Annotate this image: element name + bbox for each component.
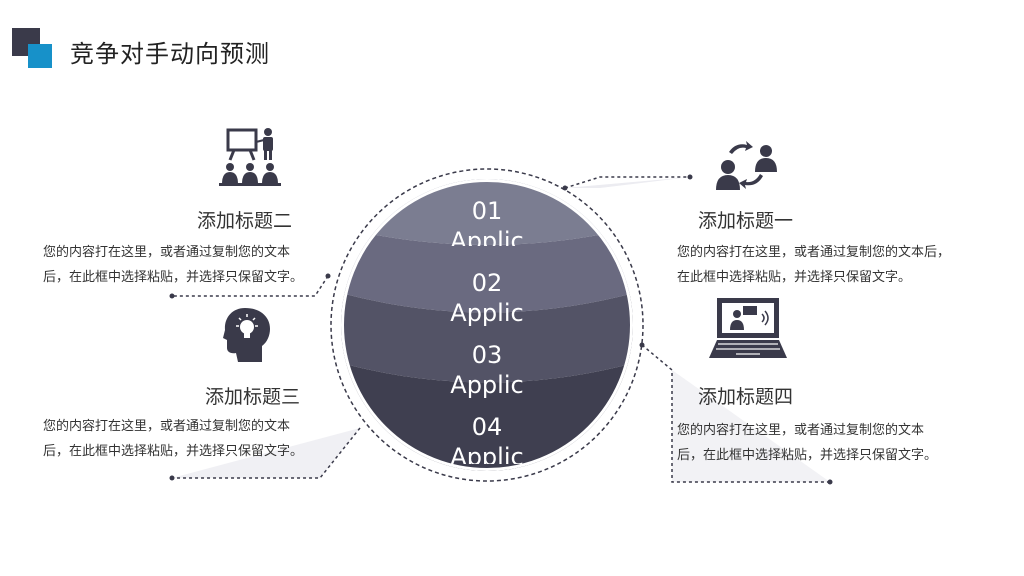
head-lightbulb-icon	[223, 308, 270, 362]
sphere-segment-4: 04 Applic	[427, 412, 547, 464]
people-exchange-icon	[716, 141, 777, 190]
page-title: 竞争对手动向预测	[70, 40, 270, 68]
item-title-3: 添加标题三	[205, 386, 301, 408]
item-body-line: 后，在此框中选择粘贴，并选择只保留文字。	[677, 448, 938, 463]
segment-text: Applic	[450, 299, 524, 327]
item-body-line: 后，在此框中选择粘贴，并选择只保留文字。	[43, 270, 304, 285]
outer-dashed-ring	[330, 168, 644, 482]
laptop-chat-icon	[709, 298, 787, 358]
item-title-1: 添加标题一	[698, 210, 794, 232]
shadow-wedge-top-right	[565, 177, 690, 188]
segment-number: 02	[471, 269, 503, 297]
sphere-segment-1: 01 Applic	[427, 196, 547, 246]
connector-line-2	[172, 275, 329, 297]
connector-dot	[325, 273, 331, 279]
segment-number: 01	[471, 197, 503, 225]
shadow-wedge-bottom-right	[672, 370, 830, 482]
connector-dot	[639, 342, 645, 348]
item-body-line: 您的内容打在这里，或者通过复制您的文本	[43, 419, 291, 434]
connector-dot	[827, 479, 833, 485]
connector-dot	[562, 185, 568, 191]
logo-square-blue	[28, 44, 52, 68]
item-body-line: 在此框中选择粘贴，并选择只保留文字。	[677, 270, 912, 285]
presentation-audience-icon	[219, 128, 281, 186]
item-body-line: 您的内容打在这里，或者通过复制您的文本	[677, 423, 925, 438]
segment-text: Applic	[450, 443, 524, 464]
segment-number: 03	[471, 341, 503, 369]
item-body-line: 您的内容打在这里，或者通过复制您的文本后，	[677, 245, 951, 260]
sphere-segment-2: 02 Applic	[427, 268, 547, 328]
item-body-1: 您的内容打在这里，或者通过复制您的文本后， 在此框中选择粘贴，并选择只保留文字。	[677, 240, 950, 290]
segment-number: 04	[471, 413, 503, 441]
segment-text: Applic	[450, 371, 524, 399]
connector-line-1	[564, 176, 690, 189]
connector-dot	[169, 475, 175, 481]
segment-text-clip: Applic	[427, 442, 547, 464]
sphere-band-2	[341, 225, 633, 313]
connector-line-4	[641, 344, 830, 483]
item-body-2: 您的内容打在这里，或者通过复制您的文本 后，在此框中选择粘贴，并选择只保留文字。	[43, 240, 303, 290]
segment-text: Applic	[450, 227, 524, 246]
sphere-band-3	[341, 290, 633, 383]
item-title-2: 添加标题二	[197, 210, 293, 232]
shadow-wedge-bottom-left	[172, 428, 360, 478]
item-body-line: 您的内容打在这里，或者通过复制您的文本	[43, 245, 291, 260]
sphere-segment-3: 03 Applic	[427, 340, 547, 400]
connector-dot	[169, 293, 175, 299]
item-body-line: 后，在此框中选择粘贴，并选择只保留文字。	[43, 444, 304, 459]
item-body-3: 您的内容打在这里，或者通过复制您的文本 后，在此框中选择粘贴，并选择只保留文字。	[43, 414, 303, 464]
segment-text-clip: Applic	[427, 226, 547, 246]
connector-line-3	[172, 427, 361, 479]
connector-dot	[687, 174, 693, 180]
item-title-4: 添加标题四	[698, 386, 794, 408]
item-body-4: 您的内容打在这里，或者通过复制您的文本 后，在此框中选择粘贴，并选择只保留文字。	[677, 418, 937, 468]
